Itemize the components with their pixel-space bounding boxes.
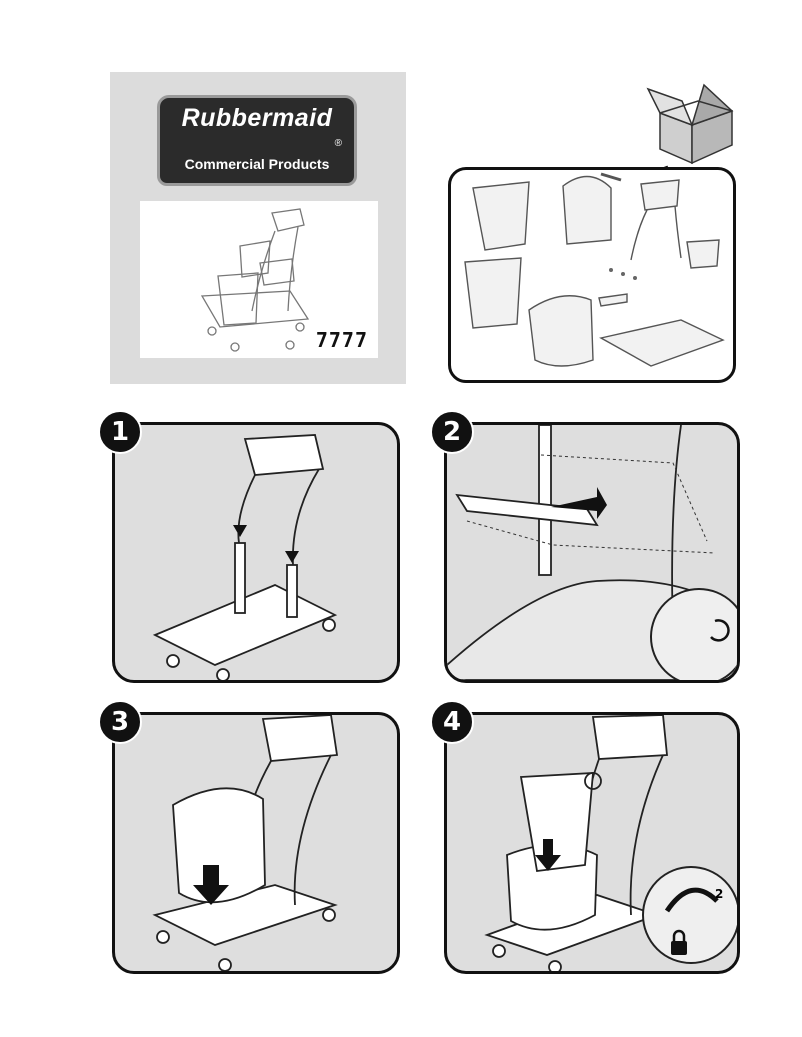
step-2-drawing	[447, 425, 737, 680]
step-2-panel	[444, 422, 740, 683]
arrow-icon	[535, 839, 561, 871]
lock-icon	[671, 941, 687, 955]
brand-logo: Rubbermaid ® Commercial Products	[157, 95, 357, 186]
step-3-drawing	[152, 715, 339, 971]
step-4-drawing	[484, 715, 737, 971]
step-3-badge: 3	[98, 700, 142, 744]
parts-drawing	[464, 172, 725, 367]
model-number: 7777	[315, 328, 368, 352]
cart-drawing	[200, 208, 310, 352]
brand-subtitle: Commercial Products	[184, 156, 330, 172]
step-1-panel	[112, 422, 400, 683]
step-1-drawing	[152, 434, 338, 680]
rotate-step-label: 2	[715, 887, 724, 901]
rotate-icon	[664, 887, 719, 913]
rotate-icon	[710, 619, 730, 642]
step-2-badge: 2	[430, 410, 474, 454]
arrow-icon	[193, 865, 229, 905]
product-illustration: 7777	[140, 201, 378, 358]
step-3-panel	[112, 712, 400, 974]
registered-mark: ®	[334, 138, 342, 149]
arrow-icon	[551, 487, 607, 519]
brand-name: Rubbermaid	[181, 104, 333, 132]
step-4-badge: 4	[430, 700, 474, 744]
arrow-icon	[233, 525, 299, 563]
step-1-badge: 1	[98, 410, 142, 454]
parts-panel	[448, 167, 736, 383]
step-4-panel: 2	[444, 712, 740, 974]
box-icon	[640, 75, 740, 170]
